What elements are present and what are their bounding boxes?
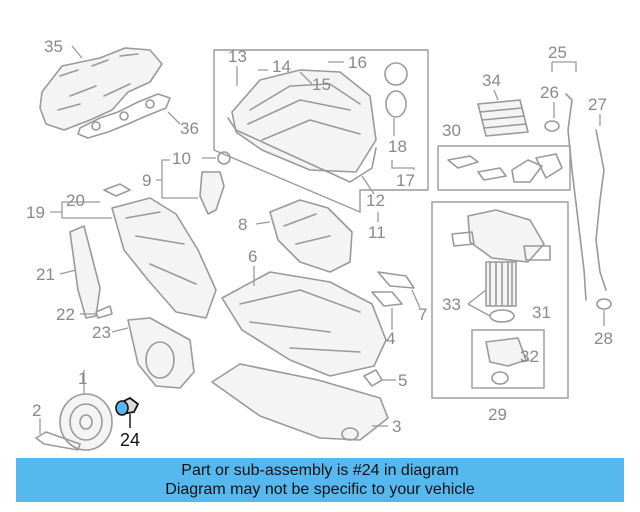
sensor-drawing	[199, 171, 225, 215]
callout-2: 2	[32, 401, 41, 420]
callout-34: 34	[482, 71, 501, 90]
manifold-gasket-drawing	[77, 93, 171, 139]
timing-cover-drawing	[111, 197, 217, 319]
filter-cap-group-box	[471, 329, 545, 389]
seal-28-drawing	[596, 298, 612, 310]
callout-6: 6	[248, 247, 257, 266]
seal-ring-drawing	[385, 90, 407, 118]
cover-21-drawing	[69, 225, 101, 319]
bolt-24-drawing	[115, 396, 140, 416]
bolt-2-drawing	[35, 431, 81, 451]
callout-22: 22	[56, 305, 75, 324]
callout-21: 21	[36, 265, 55, 284]
callout-19: 19	[26, 203, 45, 222]
callout-20: 20	[66, 191, 85, 210]
callout-33: 33	[442, 295, 461, 314]
callout-28: 28	[594, 329, 613, 348]
callout-1: 1	[78, 369, 87, 388]
callout-35: 35	[44, 37, 63, 56]
callout-10: 10	[172, 149, 191, 168]
bracket-4-drawing	[371, 291, 403, 307]
callout-18: 18	[388, 137, 407, 156]
callout-24: 24	[120, 430, 140, 450]
crank-pulley-drawing	[59, 393, 113, 451]
oil-cap-drawing	[384, 62, 408, 86]
callout-17: 17	[396, 171, 415, 190]
valve-cover-drawing	[227, 69, 377, 183]
callout-27: 27	[588, 95, 607, 114]
gasket-set-drawing	[447, 153, 563, 183]
bracket-20-drawing	[103, 183, 131, 197]
callout-12: 12	[366, 191, 385, 210]
drain-plug-drawing	[363, 369, 383, 387]
oil-cooler-drawing	[477, 99, 529, 137]
callout-4: 4	[386, 329, 395, 348]
intake-manifold-drawing	[39, 47, 163, 131]
lower-oil-pan-drawing	[211, 363, 389, 441]
callout-32: 32	[520, 347, 539, 366]
bracket-7-drawing	[377, 271, 415, 289]
filter-o-ring-drawing	[489, 309, 515, 323]
gasket-group-box	[437, 145, 571, 191]
oil-separator-drawing	[269, 199, 353, 273]
oil-filter-element-drawing	[485, 261, 517, 307]
callout-5: 5	[398, 371, 407, 390]
highlight-banner: Part or sub-assembly is #24 in diagram D…	[16, 458, 624, 502]
valve-cover-group-box	[213, 49, 429, 214]
banner-line-disclaimer: Diagram may not be specific to your vehi…	[165, 481, 475, 498]
callout-16: 16	[348, 53, 367, 72]
bolt-22-drawing	[95, 305, 113, 319]
callout-26: 26	[540, 83, 559, 102]
callout-31: 31	[532, 303, 551, 322]
seal-26-drawing	[544, 120, 560, 132]
filter-housing-drawing	[451, 209, 551, 263]
lower-timing-cover-drawing	[127, 317, 195, 389]
callout-15: 15	[312, 75, 331, 94]
callout-29: 29	[488, 405, 507, 424]
banner-line-part: Part or sub-assembly is #24 in diagram	[181, 462, 459, 479]
dipstick-drawing	[565, 93, 587, 301]
callout-9: 9	[142, 171, 151, 190]
callout-14: 14	[272, 57, 291, 76]
filter-cap-drawing	[485, 337, 527, 385]
upper-oil-pan-drawing	[221, 271, 387, 377]
o-ring-10-drawing	[217, 151, 231, 165]
callout-8: 8	[238, 215, 247, 234]
callout-30: 30	[442, 121, 461, 140]
callout-13: 13	[228, 47, 247, 66]
callout-25: 25	[548, 43, 567, 62]
callout-11: 11	[368, 223, 386, 242]
callout-23: 23	[92, 323, 111, 342]
callout-36: 36	[180, 119, 199, 138]
oil-filter-group-box	[431, 201, 569, 399]
callout-7: 7	[418, 305, 427, 324]
callout-3: 3	[392, 417, 401, 436]
dipstick-tube-drawing	[595, 129, 607, 291]
